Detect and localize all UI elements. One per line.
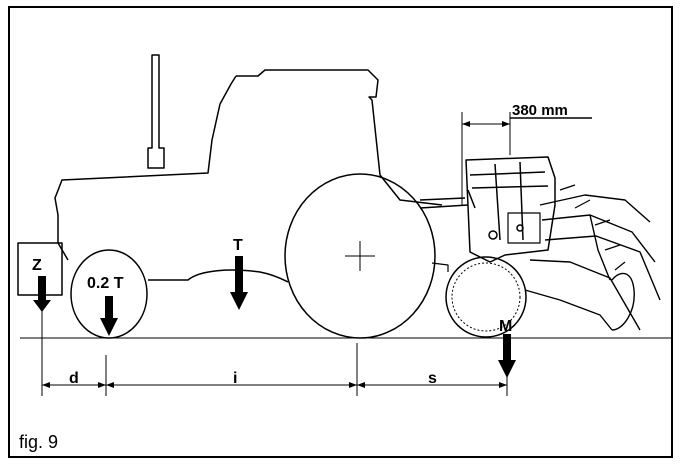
arrow-m xyxy=(498,334,516,378)
front-wheel xyxy=(70,249,148,339)
drill-coulters xyxy=(524,194,661,331)
three-point-hitch xyxy=(419,189,476,209)
label-front-axle: 0.2 T xyxy=(87,275,124,292)
arrow-z xyxy=(33,276,51,312)
arrow-t xyxy=(230,256,248,310)
label-t: T xyxy=(233,237,243,254)
cab-outline xyxy=(236,69,443,206)
label-d: d xyxy=(69,370,79,387)
label-s: s xyxy=(428,370,437,387)
label-m: M xyxy=(499,318,512,335)
rear-wheel xyxy=(284,173,436,339)
seed-drill-hopper xyxy=(465,156,556,263)
arrow-front-axle xyxy=(100,296,118,336)
exhaust-stack xyxy=(147,54,165,169)
drill-press-wheel xyxy=(445,256,527,338)
chassis-underside xyxy=(148,269,289,283)
figure-caption: fig. 9 xyxy=(19,432,59,452)
label-380mm: 380 mm xyxy=(512,102,568,119)
figure-frame xyxy=(8,6,673,458)
tractor-body-outline xyxy=(54,75,237,261)
label-z: Z xyxy=(32,257,42,274)
label-i: i xyxy=(233,370,237,387)
